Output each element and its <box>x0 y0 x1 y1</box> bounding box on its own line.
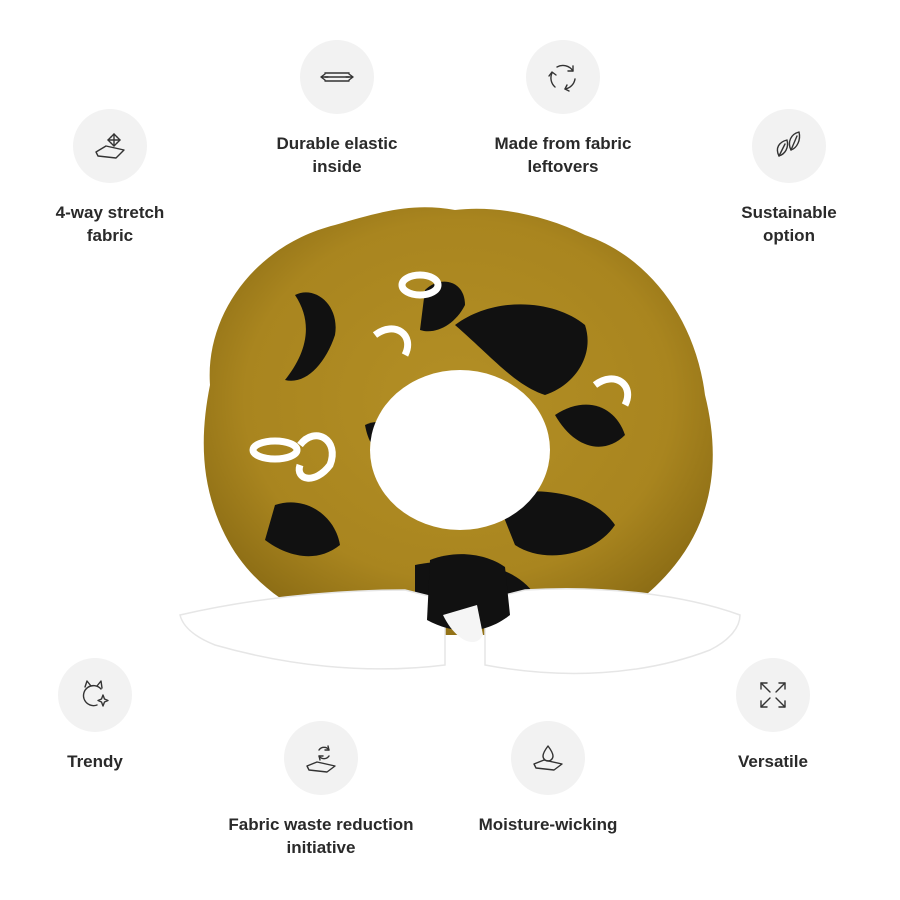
scrunchie-image <box>179 207 741 675</box>
feature-label: Fabric waste reduction initiative <box>228 815 414 857</box>
scrunchie-bow <box>179 589 446 670</box>
feature-durable-elastic: Durable elastic inside <box>227 40 447 178</box>
feature-4-way-stretch: 4-way stretch fabric <box>0 109 220 247</box>
scrunchie-center-hole <box>370 370 550 530</box>
expand-arrows-icon <box>736 658 810 732</box>
feature-label: Made from fabric leftovers <box>494 134 632 176</box>
scrunchie-knot <box>427 554 510 631</box>
feature-label: 4-way stretch fabric <box>55 203 165 245</box>
cat-sparkle-icon <box>58 658 132 732</box>
feature-versatile: Versatile <box>663 658 883 773</box>
recycle-arrows-icon <box>526 40 600 114</box>
feature-label: Versatile <box>738 752 808 771</box>
feature-label: Sustainable option <box>741 203 837 245</box>
fabric-recycle-icon <box>284 721 358 795</box>
scrunchie-bow <box>484 588 741 675</box>
four-way-arrows-icon <box>73 109 147 183</box>
elastic-band-icon <box>300 40 374 114</box>
feature-moisture-wicking: Moisture-wicking <box>438 721 658 836</box>
water-drop-icon <box>511 721 585 795</box>
feature-fabric-leftovers: Made from fabric leftovers <box>453 40 673 178</box>
scrunchie-white-swirls <box>249 271 632 482</box>
feature-sustainable: Sustainable option <box>679 109 899 247</box>
feature-label: Trendy <box>67 752 123 771</box>
feature-fabric-waste-reduction: Fabric waste reduction initiative <box>211 721 431 859</box>
feature-trendy: Trendy <box>0 658 205 773</box>
leaves-icon <box>752 109 826 183</box>
feature-label: Moisture-wicking <box>478 815 618 834</box>
feature-label: Durable elastic inside <box>276 134 398 176</box>
